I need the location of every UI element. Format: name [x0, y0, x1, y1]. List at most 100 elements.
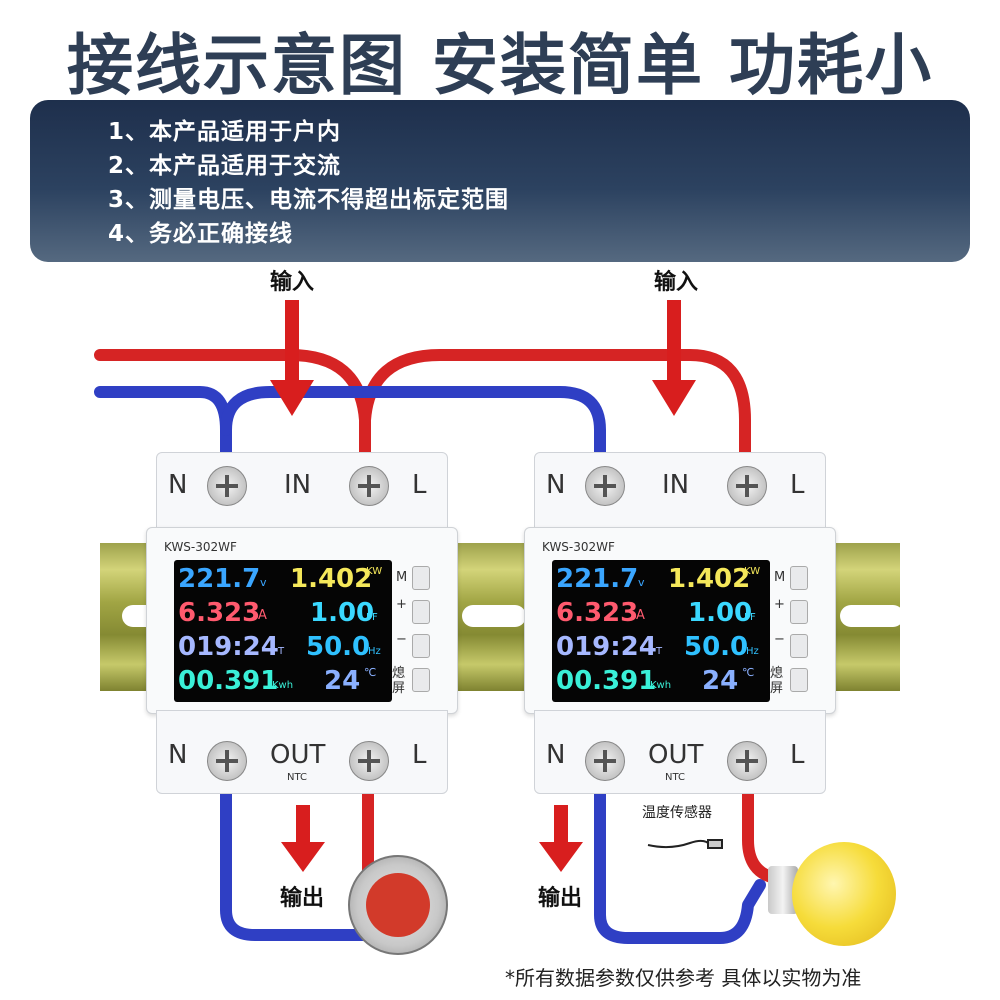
screen-off-button[interactable]: [412, 668, 430, 692]
screen-off-button[interactable]: [790, 668, 808, 692]
mode-button[interactable]: [412, 566, 430, 590]
screen-off-button-label: 熄屏: [392, 666, 406, 696]
minus-button[interactable]: [790, 634, 808, 658]
freq-unit: Hz: [368, 646, 381, 657]
screw-icon[interactable]: [727, 466, 767, 506]
temp-sensor-cable: [647, 839, 723, 849]
voltage-unit: v: [260, 576, 267, 589]
mode-button-label: M: [396, 570, 408, 585]
arrow-input-2: [667, 300, 681, 382]
freq-unit: Hz: [746, 646, 759, 657]
arrow-input-1-head: [270, 380, 314, 416]
temp-reading: 24: [702, 666, 739, 696]
neutral-wire-bridge: [220, 386, 606, 471]
terminal-block-bottom: [156, 710, 448, 794]
terminal-in-label: IN: [662, 470, 690, 500]
terminal-l-out: L: [790, 740, 805, 770]
live-wire-bridge: [359, 349, 751, 471]
screw-icon[interactable]: [585, 466, 625, 506]
terminal-n-in: N: [546, 470, 566, 500]
plus-button-label: +: [774, 597, 785, 612]
power-meter-1: N IN L KWS-302WF 221.7 v 1.402 KW 6.323 …: [146, 452, 458, 794]
plus-button[interactable]: [412, 600, 430, 624]
screw-icon[interactable]: [207, 466, 247, 506]
current-reading: 6.323: [178, 598, 261, 628]
pf-reading: 1.00: [310, 598, 375, 628]
pf-unit: PF: [366, 612, 378, 623]
current-reading: 6.323: [556, 598, 639, 628]
voltage-unit: v: [638, 576, 645, 589]
screw-icon[interactable]: [349, 466, 389, 506]
screen-off-button-label: 熄屏: [770, 666, 784, 696]
voltage-reading: 221.7: [178, 564, 261, 594]
minus-button-label: −: [396, 632, 407, 647]
pf-unit: PF: [744, 612, 756, 623]
neutral-wire-output-2: [594, 779, 766, 944]
temp-unit: ℃: [364, 666, 377, 679]
power-reading: 1.402: [668, 564, 751, 594]
minus-button-label: −: [774, 632, 785, 647]
screw-icon[interactable]: [349, 741, 389, 781]
page-title: 接线示意图 安装简单 功耗小: [67, 27, 933, 104]
plus-button-label: +: [396, 597, 407, 612]
power-meter-2: N IN L KWS-302WF 221.7 v 1.402 KW 6.323 …: [524, 452, 836, 794]
power-unit: KW: [366, 566, 383, 577]
terminal-n-out: N: [546, 740, 566, 770]
terminal-n-in: N: [168, 470, 188, 500]
mode-button[interactable]: [790, 566, 808, 590]
arrow-input-2-head: [652, 380, 696, 416]
arrow-output-1: [296, 805, 310, 845]
terminal-ntc-label: NTC: [665, 772, 685, 783]
light-bulb-icon: [792, 842, 896, 946]
footnote: *所有数据参数仅供参考 具体以实物为准: [505, 966, 862, 990]
terminal-ntc-label: NTC: [287, 772, 307, 783]
terminal-l-out: L: [412, 740, 427, 770]
arrow-output-1-head: [281, 842, 325, 872]
lcd-display: 221.7 v 1.402 KW 6.323 A 1.00 PF 019:24 …: [174, 560, 392, 702]
note-3: 3、测量电压、电流不得超出标定范围: [108, 187, 510, 213]
plus-button[interactable]: [790, 600, 808, 624]
terminal-in-label: IN: [284, 470, 312, 500]
temp-sensor-label: 温度传感器: [642, 805, 712, 821]
rail-slot: [462, 605, 526, 627]
time-unit: T: [278, 646, 285, 657]
minus-button[interactable]: [412, 634, 430, 658]
temp-reading: 24: [324, 666, 361, 696]
note-1: 1、本产品适用于户内: [108, 119, 342, 145]
terminal-block-bottom: [534, 710, 826, 794]
fan-icon: [348, 855, 448, 955]
terminal-block-top: [156, 452, 448, 534]
freq-reading: 50.0: [684, 632, 749, 662]
energy-unit: Kwh: [650, 680, 672, 691]
output-label-2: 输出: [538, 886, 583, 911]
pf-reading: 1.00: [688, 598, 753, 628]
arrow-output-2-head: [539, 842, 583, 872]
time-reading: 019:24: [556, 632, 657, 662]
power-unit: KW: [744, 566, 761, 577]
temp-unit: ℃: [742, 666, 755, 679]
output-label-1: 输出: [280, 886, 325, 911]
energy-reading: 00.391: [556, 666, 657, 696]
terminal-n-out: N: [168, 740, 188, 770]
terminal-out-label: OUT: [270, 740, 326, 770]
note-2: 2、本产品适用于交流: [108, 153, 342, 179]
lcd-display: 221.7 v 1.402 KW 6.323 A 1.00 PF 019:24 …: [552, 560, 770, 702]
screw-icon[interactable]: [727, 741, 767, 781]
terminal-l-in: L: [412, 470, 427, 500]
neutral-wire-output-1: [220, 779, 371, 941]
current-unit: A: [636, 608, 645, 623]
note-4: 4、务必正确接线: [108, 221, 294, 247]
screw-icon[interactable]: [207, 741, 247, 781]
rail-slot: [840, 605, 904, 627]
terminal-l-in: L: [790, 470, 805, 500]
screw-icon[interactable]: [585, 741, 625, 781]
mode-button-label: M: [774, 570, 786, 585]
arrow-input-1: [285, 300, 299, 382]
energy-reading: 00.391: [178, 666, 279, 696]
input-label-2: 输入: [654, 270, 699, 295]
terminal-out-label: OUT: [648, 740, 704, 770]
time-reading: 019:24: [178, 632, 279, 662]
power-reading: 1.402: [290, 564, 373, 594]
voltage-reading: 221.7: [556, 564, 639, 594]
